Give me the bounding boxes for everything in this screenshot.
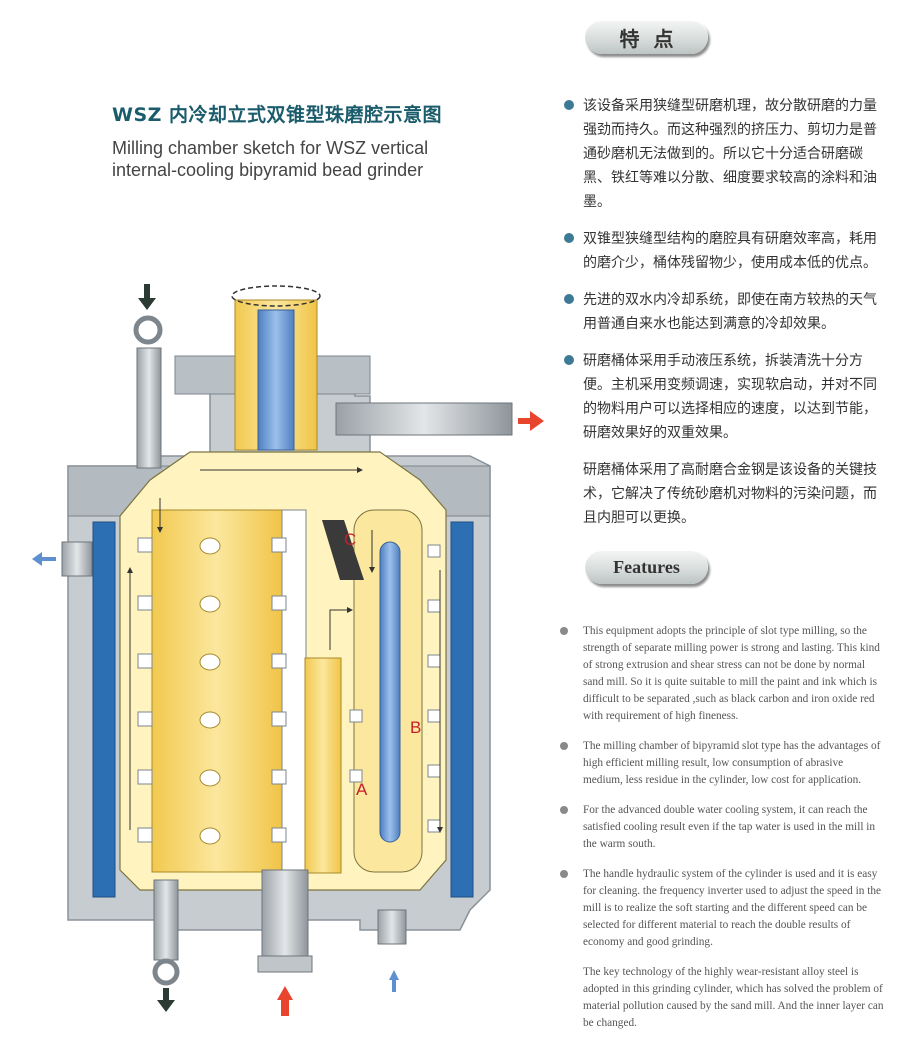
list-item: This equipment adopts the principle of s… [560, 623, 885, 725]
rotor-pins [199, 537, 221, 845]
label-b: B [410, 718, 422, 737]
bullet-dot-icon [564, 355, 574, 365]
milling-chamber-diagram: C B A [0, 270, 560, 1047]
diagram-title-cn: WSZ 内冷却立式双锥型珠磨腔示意图 [112, 104, 443, 126]
list-item: The handle hydraulic system of the cylin… [560, 866, 885, 951]
lift-rod-bottom [153, 879, 179, 961]
inner-rotor [304, 657, 342, 874]
bullet-dot-icon [564, 233, 574, 243]
features-en-tag-label: Features [613, 556, 680, 577]
list-item: 该设备采用狭缝型研磨机理，故分散研磨的力量强劲而持久。而这种强烈的挤压力、剪切力… [562, 94, 890, 214]
features-cn-tag: 特点 [585, 20, 708, 54]
bottom-right-pipe [377, 909, 407, 945]
bullet-dot-icon [564, 294, 574, 304]
outlet-pipe [335, 402, 513, 436]
list-item: 研磨桶体采用手动液压系统，拆装清洗十分方便。主机采用变频调速，实现软启动，并对不… [562, 349, 890, 445]
lift-eye-top [133, 315, 163, 345]
arrow-cooling-in-up-icon [389, 970, 399, 992]
features-cn-tag-label: 特点 [619, 26, 688, 51]
arrow-inlet-up-icon [277, 986, 293, 1016]
bullet-dot-icon [560, 870, 568, 878]
cooling-core [379, 541, 401, 843]
closing-paragraph: The key technology of the highly wear-re… [583, 966, 884, 1029]
bullet-dot-icon [560, 627, 568, 635]
lift-eye-bottom [152, 958, 180, 986]
features-cn-list: 该设备采用狭缝型研磨机理，故分散研磨的力量强劲而持久。而这种强烈的挤压力、剪切力… [562, 94, 890, 543]
features-en-list: This equipment adopts the principle of s… [560, 623, 885, 1045]
drive-shaft [257, 309, 295, 451]
flow-arrows [127, 467, 443, 833]
milling-chamber-sketch [32, 284, 544, 1016]
bullet-dot-icon [560, 742, 568, 750]
bottom-shaft [261, 869, 309, 971]
center-channel [281, 509, 307, 881]
arrow-top-down-icon [138, 284, 156, 310]
arrow-outlet-right-icon [518, 411, 544, 431]
list-item: For the advanced double water cooling sy… [560, 802, 885, 853]
lift-rod-top [136, 347, 162, 469]
arrow-cooling-out-left-icon [32, 552, 56, 566]
rotation-indicator [231, 285, 321, 307]
arrow-bottom-down-icon [157, 988, 175, 1012]
slot-wedge [322, 520, 364, 580]
label-c: C [344, 530, 357, 549]
cooling-jacket-left [92, 521, 116, 898]
features-en-tag: Features [585, 550, 708, 584]
rotor-outer [151, 509, 283, 873]
list-item: 双锥型狭缝型结构的磨腔具有研磨效率高，耗用的磨介少，桶体残留物少，使用成本低的优… [562, 227, 890, 275]
cooling-port-left [61, 541, 93, 577]
diagram-title-en: Milling chamber sketch for WSZ vertical … [112, 138, 429, 180]
list-item: The milling chamber of bipyramid slot ty… [560, 738, 885, 789]
bullet-dot-icon [560, 806, 568, 814]
bullet-dot-icon [564, 100, 574, 110]
list-item: 先进的双水内冷却系统，即使在南方较热的天气用普通自来水也能达到满意的冷却效果。 [562, 288, 890, 336]
closing-paragraph: 研磨桶体采用了高耐磨合金钢是该设备的关键技术，它解决了传统砂磨机对物料的污染问题… [583, 462, 877, 526]
label-a: A [356, 780, 368, 799]
cooling-jacket-right [450, 521, 474, 898]
